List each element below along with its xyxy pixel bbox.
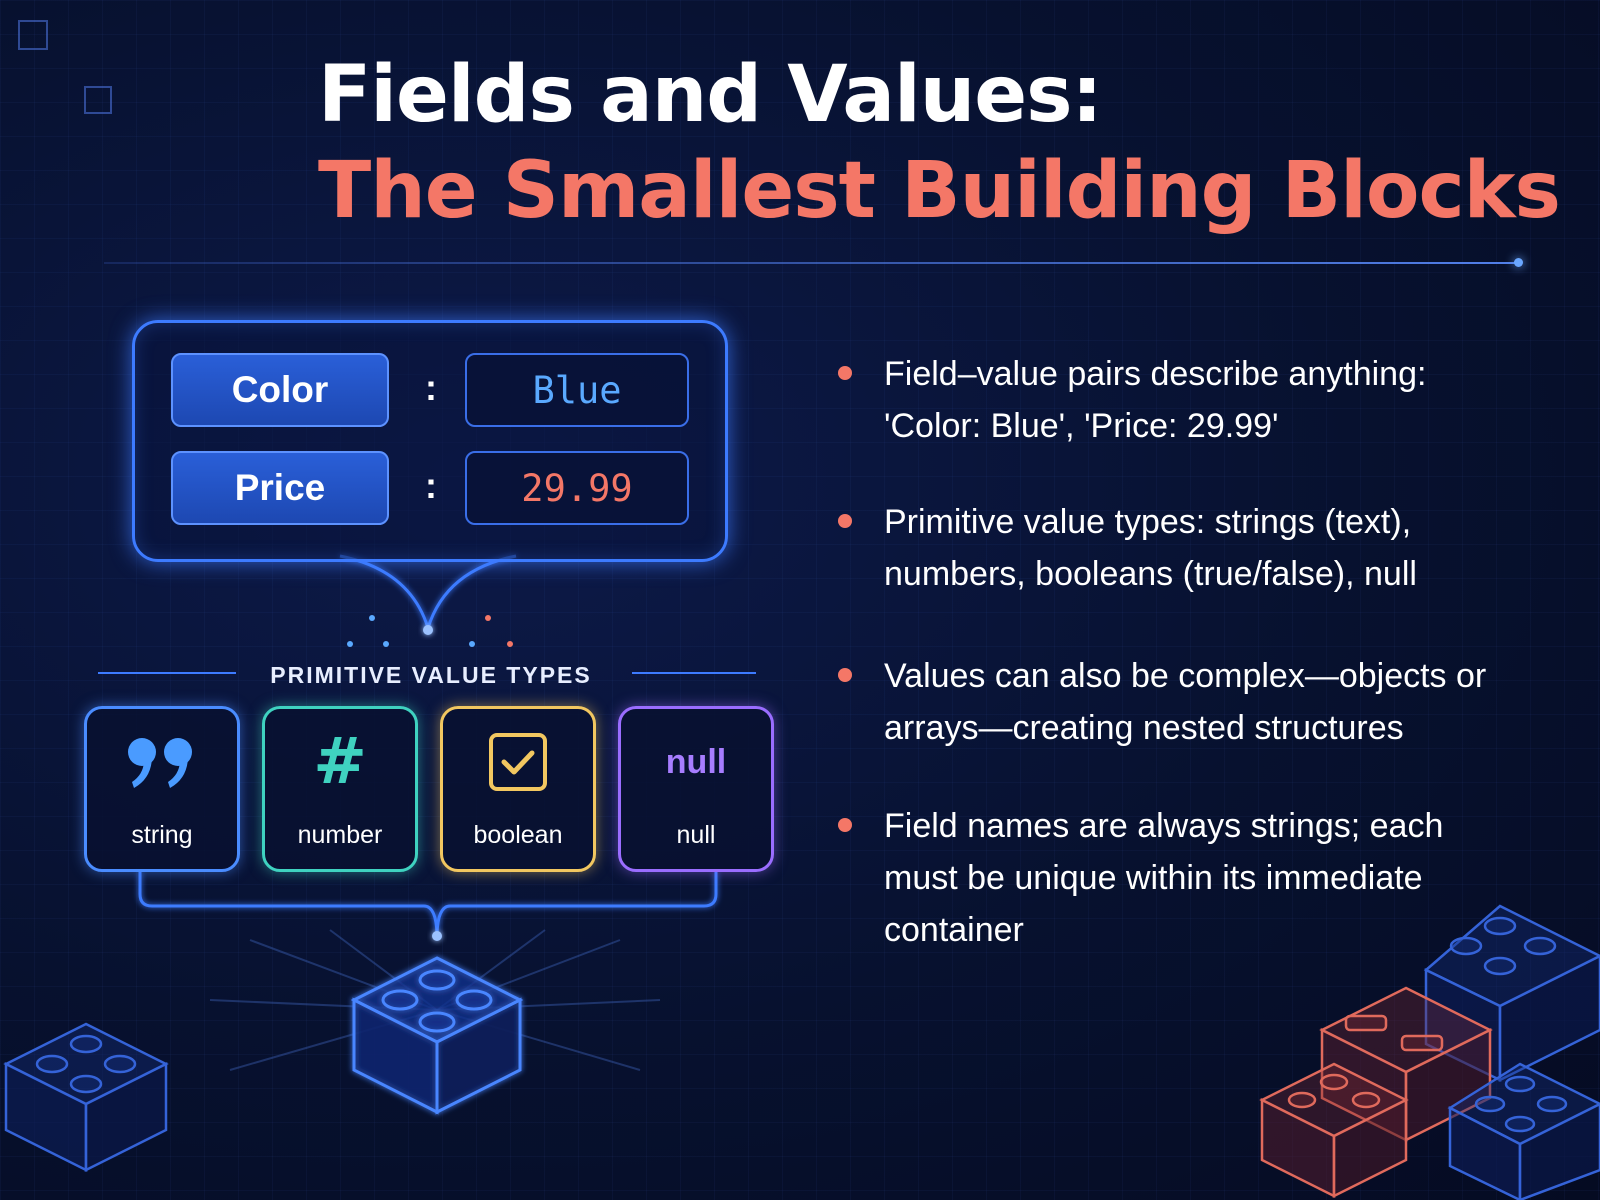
bullet-text: Field–value pairs describe anything: 'Co… xyxy=(884,355,1427,445)
bullet-dot xyxy=(838,818,852,832)
type-name: null xyxy=(676,821,716,849)
field-value-blue: Blue xyxy=(465,353,689,427)
brick-icon xyxy=(1447,1062,1600,1200)
bullet-text: Field names are always strings; each mus… xyxy=(884,807,1444,949)
type-card-boolean: boolean xyxy=(440,706,596,872)
title-divider xyxy=(104,262,1518,264)
spark-dot xyxy=(485,615,491,621)
field-name-price: Price xyxy=(171,451,389,525)
type-card-string: string xyxy=(84,706,240,872)
pair-separator: : xyxy=(425,367,437,408)
bullet-dot xyxy=(838,668,852,682)
quote-icon xyxy=(87,727,237,797)
hash-icon: # xyxy=(313,725,367,799)
type-name: number xyxy=(297,821,383,849)
bullet-dot xyxy=(838,366,852,380)
bullet-text: Primitive value types: strings (text), n… xyxy=(884,503,1417,593)
spark-dot xyxy=(347,641,353,647)
page-subtitle: The Smallest Building Blocks xyxy=(318,146,1561,236)
decorative-square xyxy=(84,86,112,114)
types-bracket-connector xyxy=(138,872,718,935)
type-name: boolean xyxy=(473,821,563,849)
type-name: string xyxy=(131,821,193,849)
bullet-text: Values can also be complex—objects or ar… xyxy=(884,657,1487,747)
field-value-price: 29.99 xyxy=(465,451,689,525)
spark-dot xyxy=(507,641,513,647)
divider-end-dot xyxy=(1514,258,1523,267)
spark-dot xyxy=(383,641,389,647)
type-card-number: # number xyxy=(262,706,418,872)
connector-node xyxy=(432,931,442,941)
bullet-dot xyxy=(838,514,852,528)
page-title: Fields and Values: xyxy=(318,50,1103,140)
center-brick-icon xyxy=(350,956,524,1115)
type-card-null: null null xyxy=(618,706,774,872)
spark-dot xyxy=(369,615,375,621)
brick-icon xyxy=(3,1022,169,1173)
decorative-square xyxy=(18,20,48,50)
field-name-color: Color xyxy=(171,353,389,427)
checkbox-icon xyxy=(443,727,593,797)
pair-separator: : xyxy=(425,465,437,506)
brick-icon xyxy=(1259,1062,1409,1199)
field-value-panel: Color : Blue Price : 29.99 xyxy=(132,320,728,562)
null-glyph: null xyxy=(665,742,727,781)
connector-node xyxy=(423,625,433,635)
primitive-types-heading: PRIMITIVE VALUE TYPES xyxy=(270,662,592,688)
spark-dot xyxy=(469,641,475,647)
